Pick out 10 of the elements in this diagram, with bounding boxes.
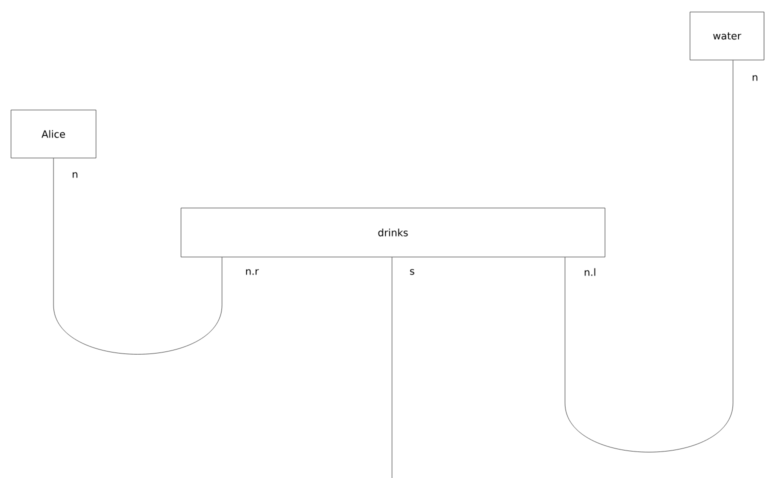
wire-label: n.l bbox=[584, 268, 596, 276]
word-box: drinks bbox=[180, 208, 606, 258]
wire-label: s bbox=[410, 269, 414, 275]
wire bbox=[564, 60, 734, 452]
wire-label: n bbox=[752, 75, 758, 81]
wire-label: n bbox=[72, 172, 78, 178]
wire-label: n.r bbox=[246, 269, 259, 275]
word-box: Alice bbox=[10, 110, 96, 158]
wire bbox=[53, 158, 222, 354]
word-box: water bbox=[690, 12, 764, 60]
